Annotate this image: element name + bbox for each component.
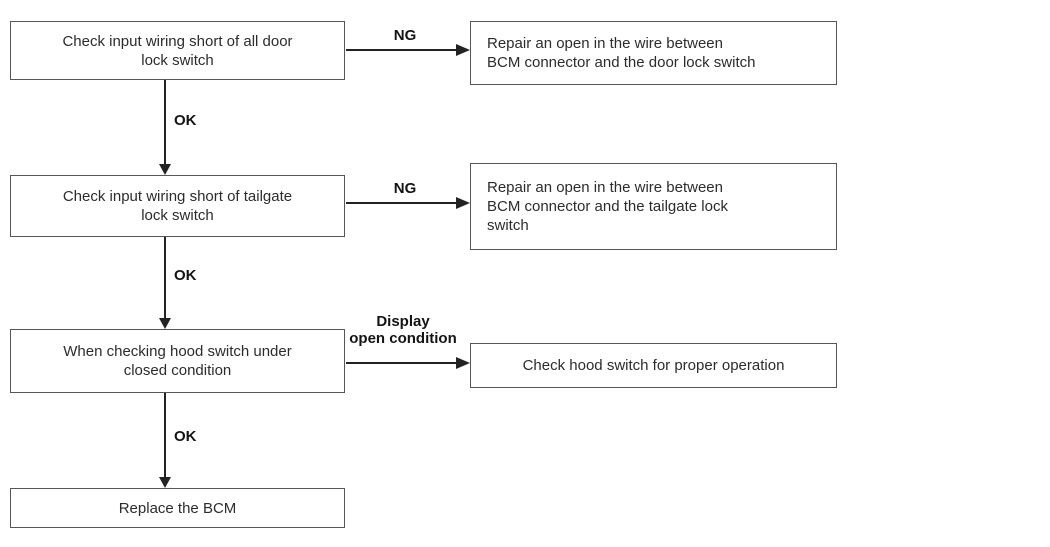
ng-arrow-line-1 <box>346 49 456 51</box>
ok-label-1: OK <box>174 112 197 129</box>
branch-label-ng-2: NG <box>393 180 417 197</box>
right-arrowhead-icon <box>456 197 470 209</box>
down-arrowhead-icon <box>159 477 171 488</box>
down-arrowhead-icon <box>159 318 171 329</box>
ng-arrow-line-2 <box>346 202 456 204</box>
ok-arrow-line-3 <box>164 393 166 477</box>
check-box-hood-switch: When checking hood switch under closed c… <box>10 329 345 393</box>
final-box-replace-bcm: Replace the BCM <box>10 488 345 528</box>
right-arrowhead-icon <box>456 357 470 369</box>
check-box-tailgate-lock: Check input wiring short of tailgate loc… <box>10 175 345 237</box>
branch-label-ng-1: NG <box>393 27 417 44</box>
ok-arrow-line-2 <box>164 237 166 318</box>
result-box-door-lock: Repair an open in the wire between BCM c… <box>470 21 837 85</box>
ok-arrow-line-1 <box>164 80 166 164</box>
result-box-hood-switch: Check hood switch for proper operation <box>470 343 837 388</box>
ok-label-2: OK <box>174 267 197 284</box>
ok-label-3: OK <box>174 428 197 445</box>
down-arrowhead-icon <box>159 164 171 175</box>
display-arrow-line <box>346 362 456 364</box>
branch-label-display-open-condition: Display open condition <box>349 313 457 347</box>
right-arrowhead-icon <box>456 44 470 56</box>
check-box-door-lock: Check input wiring short of all door loc… <box>10 21 345 80</box>
result-box-tailgate-lock: Repair an open in the wire between BCM c… <box>470 163 837 250</box>
